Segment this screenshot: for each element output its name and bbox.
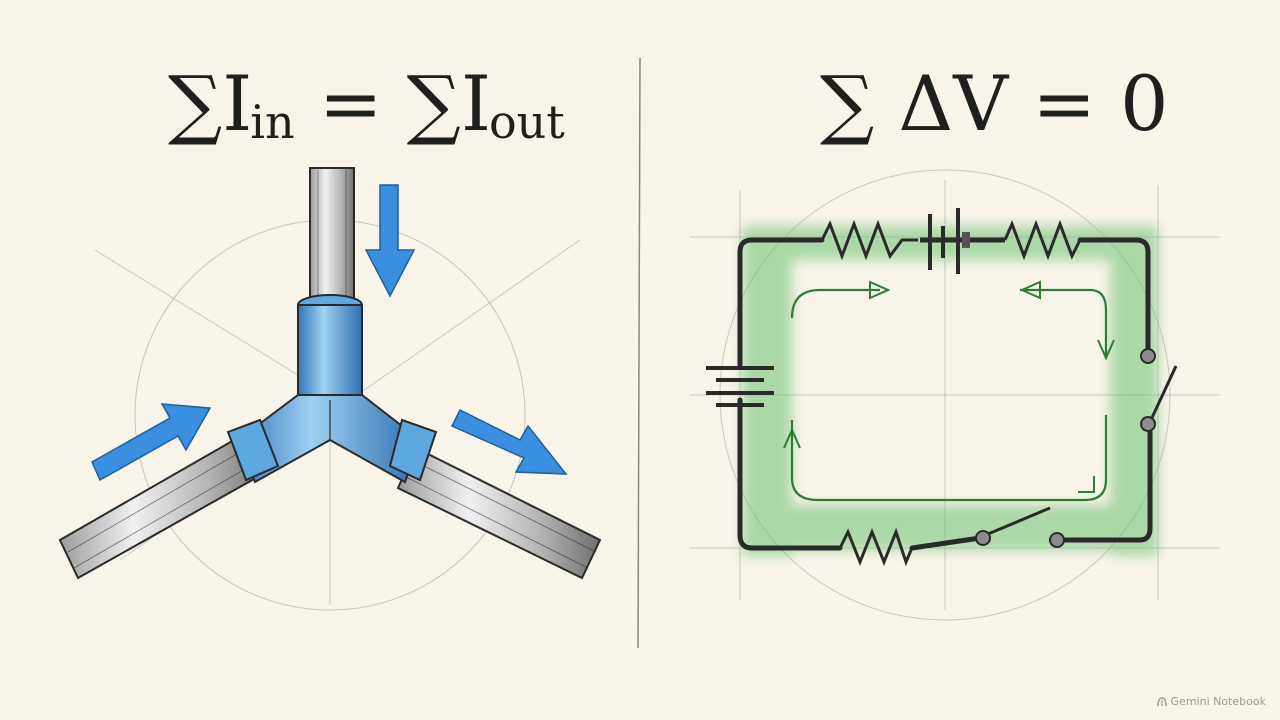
switch-bottom (975, 506, 1065, 548)
circuit-wire (737, 237, 1153, 551)
pipe-top (309, 167, 355, 319)
loop-arrow-top (869, 280, 891, 300)
current-loop-path (790, 288, 1108, 502)
loop-arrow-bottom-right (1078, 476, 1095, 493)
loop-arrow-top-right (1019, 280, 1041, 300)
sum-symbol: ∑ (406, 59, 461, 148)
pipe-junction-fitting (226, 294, 438, 484)
gemini-notebook-icon (1156, 696, 1167, 706)
current-symbol: I (222, 59, 253, 148)
watermark-text: Gemini Notebook (1170, 695, 1266, 708)
sum-symbol: ∑ (168, 59, 223, 148)
subscript-in: in (250, 95, 295, 149)
loop-arrow-right (1097, 339, 1115, 361)
watermark: Gemini Notebook (1156, 695, 1266, 708)
current-arrow-out-right (450, 408, 568, 475)
equals-sign: = (318, 59, 383, 148)
resistor-top-left (820, 219, 918, 261)
switch-right (1140, 348, 1178, 432)
battery-top (928, 208, 970, 274)
current-arrow-in-left (91, 403, 212, 482)
kirchhoff-current-law-equation: ∑Iin = ∑Iout (168, 66, 565, 146)
resistor-bottom (838, 527, 914, 567)
resistor-top-right (1003, 219, 1082, 261)
junction-diagram (58, 167, 602, 611)
subscript-out: out (488, 95, 565, 149)
current-symbol: I (460, 59, 491, 148)
center-divider (637, 57, 641, 649)
kirchhoff-voltage-law-equation: ∑ ΔV = 0 (820, 59, 1169, 148)
battery-left (706, 366, 774, 407)
current-arrow-in-top (364, 184, 416, 298)
loop-circuit-diagram (690, 169, 1220, 621)
loop-arrow-left (783, 427, 801, 449)
